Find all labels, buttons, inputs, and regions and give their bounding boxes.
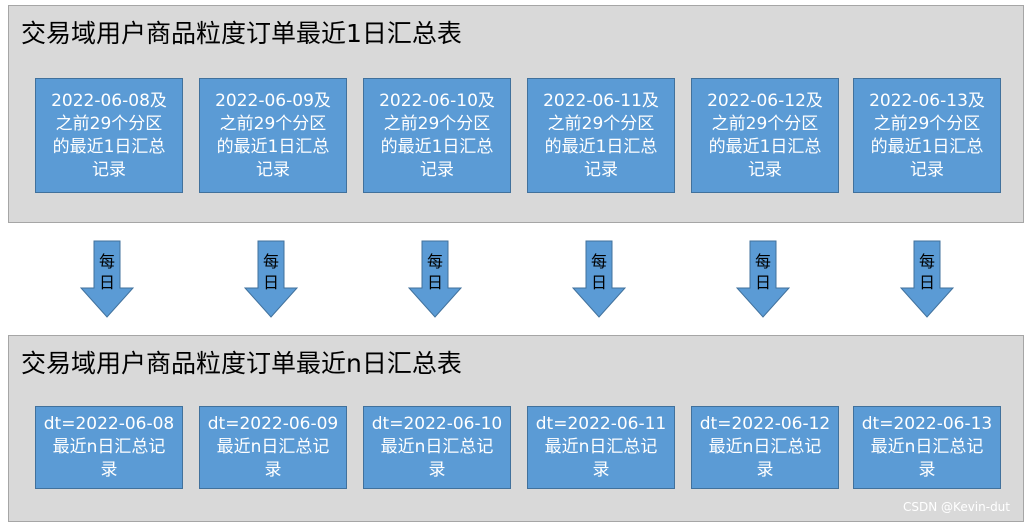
box-text-line: 之前29个分区 [383,113,491,134]
watermark: CSDN @Kevin-dut [903,500,1010,514]
recent-nd-box: dt=2022-06-12 最近n日汇总记 录 [691,406,839,489]
arrow-label: 每 [590,252,607,271]
box-text-line: 最近n日汇总记 [870,437,984,457]
box-text-line: 录 [592,460,610,480]
box-text-line: dt=2022-06-12 [699,414,831,434]
box-text-line: 之前29个分区 [873,113,981,134]
box-text-line: 最近n日汇总记 [52,437,166,457]
recent-nd-box: dt=2022-06-10 最近n日汇总记 录 [363,406,511,489]
recent-nd-box: dt=2022-06-09 最近n日汇总记 录 [199,406,347,489]
box-text-line: 的最近1日汇总 [870,136,984,157]
box-text-line: 2022-06-09及 [215,90,331,111]
down-arrow-icon [408,240,462,318]
box-text-line: dt=2022-06-09 [207,414,339,434]
arrow-label: 日 [754,273,771,292]
box-text-line: 之前29个分区 [711,113,819,134]
box-text-line: dt=2022-06-11 [535,414,667,434]
box-text-line: 2022-06-08及 [51,90,167,111]
arrow-label: 日 [918,273,935,292]
box-text-line: dt=2022-06-13 [861,414,993,434]
box-text-line: 录 [918,460,936,480]
box-text-line: 记录 [255,159,290,180]
recent-1d-box: 2022-06-09及 之前29个分区 的最近1日汇总 记录 [199,78,347,193]
recent-nd-box: dt=2022-06-08 最近n日汇总记 录 [35,406,183,489]
box-text-line: 之前29个分区 [547,113,655,134]
recent-1d-box: 2022-06-12及 之前29个分区 的最近1日汇总 记录 [691,78,839,193]
arrow-label: 每 [918,252,935,271]
box-text-line: 的最近1日汇总 [216,136,330,157]
panel-title: 交易域用户商品粒度订单最近n日汇总表 [21,349,462,378]
box-text-line: 录 [264,460,282,480]
box-text-line: 最近n日汇总记 [544,437,658,457]
box-text-line: 记录 [747,159,782,180]
box-text-line: 最近n日汇总记 [380,437,494,457]
down-arrow-icon [572,240,626,318]
daily-arrow: 每 日 [572,240,626,318]
daily-arrow: 每 日 [736,240,790,318]
arrow-label: 日 [426,273,443,292]
arrow-label: 日 [262,273,279,292]
recent-1d-summary-panel: 交易域用户商品粒度订单最近1日汇总表 2022-06-08及 之前29个分区 的… [8,5,1024,223]
box-text-line: 之前29个分区 [219,113,327,134]
box-text-line: 录 [100,460,118,480]
down-arrow-icon [244,240,298,318]
box-text-line: dt=2022-06-10 [371,414,503,434]
arrow-label: 每 [98,252,115,271]
box-text-line: 2022-06-11及 [543,90,659,111]
box-text-line: 最近n日汇总记 [708,437,822,457]
down-arrow-icon [736,240,790,318]
box-text-line: 记录 [909,159,944,180]
box-text-line: 2022-06-12及 [707,90,823,111]
box-text-line: 2022-06-10及 [379,90,495,111]
arrow-label: 日 [590,273,607,292]
daily-arrow: 每 日 [900,240,954,318]
recent-1d-box: 2022-06-10及 之前29个分区 的最近1日汇总 记录 [363,78,511,193]
box-text-line: 的最近1日汇总 [544,136,658,157]
down-arrow-icon [900,240,954,318]
arrow-label: 日 [98,273,115,292]
recent-nd-box: dt=2022-06-11 最近n日汇总记 录 [527,406,675,489]
panel-title: 交易域用户商品粒度订单最近1日汇总表 [21,19,462,48]
arrow-label: 每 [426,252,443,271]
box-text-line: 记录 [91,159,126,180]
box-text-line: dt=2022-06-08 [43,414,175,434]
daily-arrow: 每 日 [80,240,134,318]
box-text-line: 录 [756,460,774,480]
box-text-line: 之前29个分区 [55,113,163,134]
recent-nd-summary-panel: 交易域用户商品粒度订单最近n日汇总表 dt=2022-06-08 最近n日汇总记… [8,335,1024,522]
recent-1d-box: 2022-06-08及 之前29个分区 的最近1日汇总 记录 [35,78,183,193]
down-arrow-icon [80,240,134,318]
box-text-line: 的最近1日汇总 [708,136,822,157]
recent-1d-box: 2022-06-13及 之前29个分区 的最近1日汇总 记录 [853,78,1001,193]
box-text-line: 记录 [419,159,454,180]
daily-arrow: 每 日 [408,240,462,318]
box-text-line: 录 [428,460,446,480]
box-text-line: 的最近1日汇总 [380,136,494,157]
arrow-label: 每 [262,252,279,271]
recent-nd-box: dt=2022-06-13 最近n日汇总记 录 [853,406,1001,489]
box-text-line: 的最近1日汇总 [52,136,166,157]
box-text-line: 2022-06-13及 [869,90,985,111]
daily-arrow: 每 日 [244,240,298,318]
box-text-line: 记录 [583,159,618,180]
arrow-label: 每 [754,252,771,271]
box-text-line: 最近n日汇总记 [216,437,330,457]
recent-1d-box: 2022-06-11及 之前29个分区 的最近1日汇总 记录 [527,78,675,193]
